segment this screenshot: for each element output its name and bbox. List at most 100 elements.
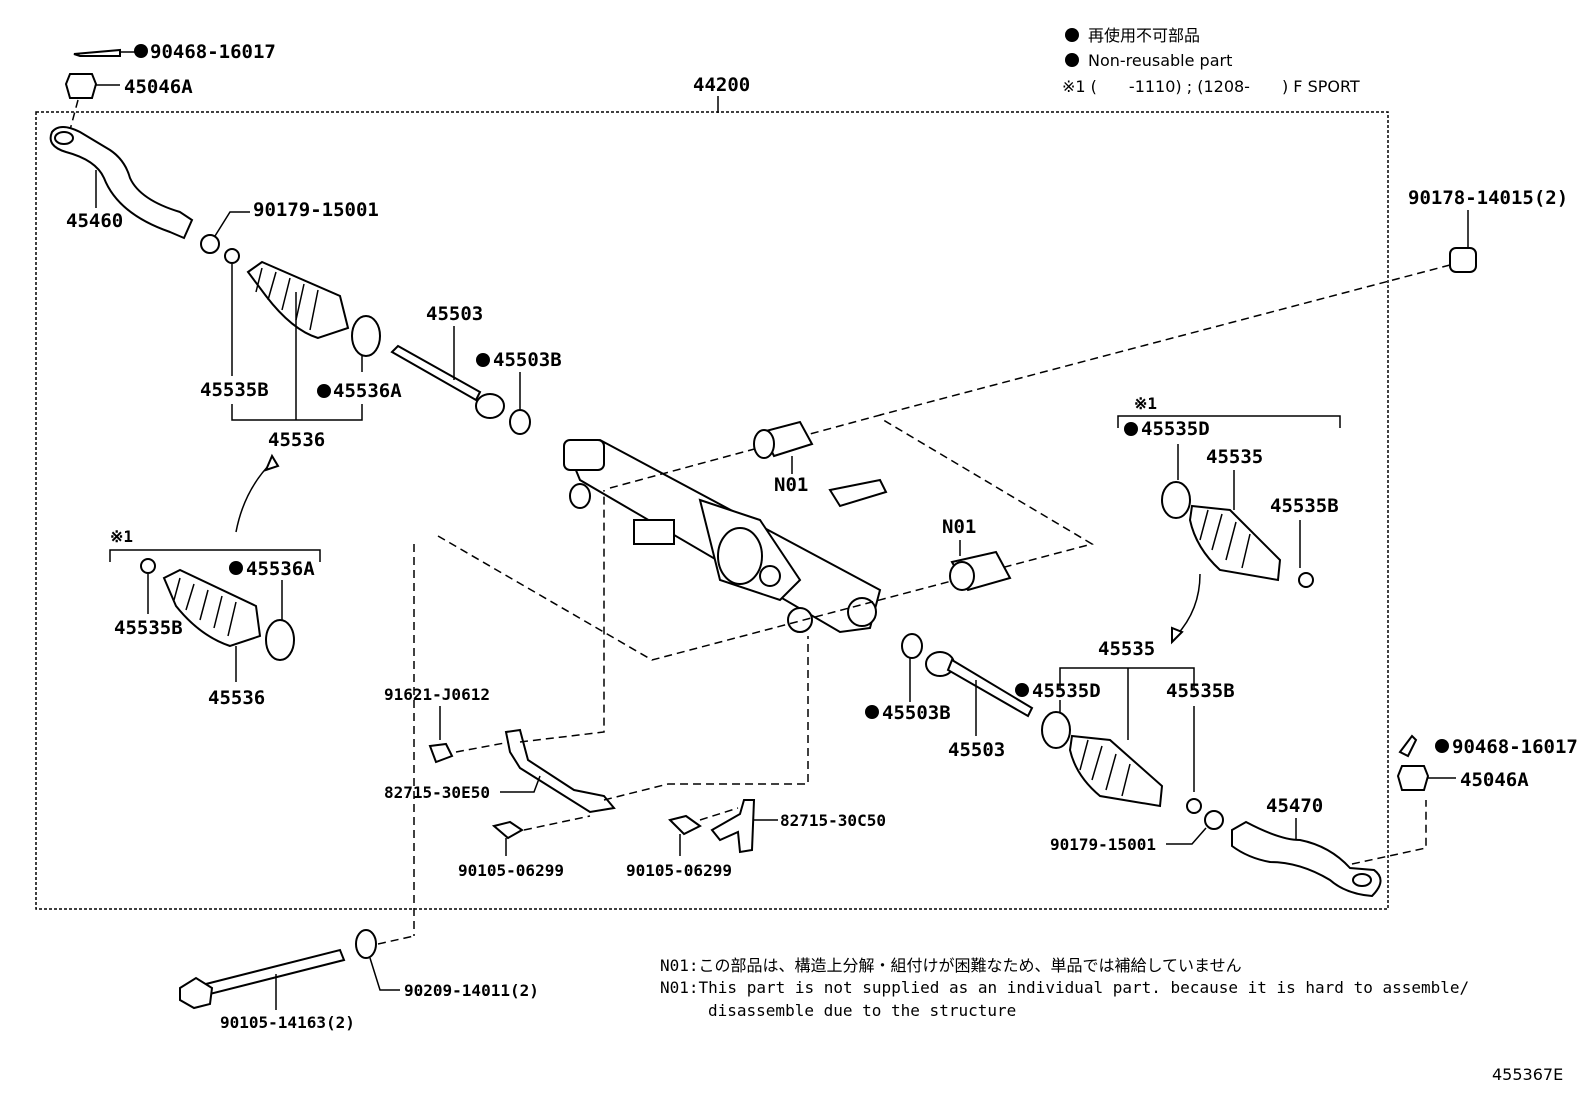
bracket-line [1117,415,1341,428]
label-alt-boot-r: 45535 [1206,446,1263,468]
boot-right-icon [1068,734,1164,808]
label-bolt-bracket: 90105-06299 [626,861,732,880]
motor-icon [717,527,763,585]
boot-left-icon [246,260,350,340]
inner-rod-left-group: 45503 45503B [390,303,562,435]
hole-plug-group: 90178-14015(2) [879,187,1568,416]
label-alt-mark-l: ※1 [110,527,133,546]
non-reusable-dot-icon [1124,422,1138,436]
ball-joint-icon [54,131,74,145]
cotter-pin-icon [1398,734,1418,758]
label-boot-kit-l: 45536 [268,429,325,451]
tie-rod-end-left-icon [49,126,194,240]
assembly-frame [35,111,1389,910]
label-bushing-l: N01 [942,516,976,538]
leader-line [699,807,739,821]
boot-clip-icon [1161,481,1191,519]
bushing-face-icon [949,561,975,591]
boot-ribs [1199,509,1251,569]
bolt-icon [668,814,702,836]
ball-joint-icon [1352,873,1372,887]
label-clamp-l: 45535B [200,379,269,401]
label-lock-washer-l: 45503B [493,349,562,371]
clamp-icon [1298,572,1314,588]
inner-rod-right-group: 45503B 45503 [865,633,1034,761]
label-alt-clamp-r: 45535B [1270,495,1339,517]
boot-clip-icon [265,619,295,661]
bolt-head-icon [179,976,214,1010]
leader-line [1351,800,1427,865]
bushings-group: N01 N01 [753,420,1012,592]
figure-id: 455367E [1492,1065,1563,1084]
alt-boot-left-group: ※1 45536A 45535B 45536 [109,527,321,709]
label-hole-plug: 90178-14015(2) [1408,187,1568,209]
boot-clip-icon [1041,711,1071,749]
label-tie-rod-end-r: 45470 [1266,795,1323,817]
leader-line [603,636,809,801]
leader-line [500,775,541,793]
sensor-bracket-group: 91621-J0612 82715-30E50 90105-06299 9010… [384,490,886,936]
rack-mount-icon [569,483,591,509]
notes: N01:この部品は、構造上分解・組付けが困難なため、単品では補給していません N… [660,956,1469,1020]
lock-washer-icon [509,409,531,435]
leader-line [455,741,511,753]
label-bolt-sensor: 90105-06299 [458,861,564,880]
non-reusable-dot-icon [1015,683,1029,697]
label-clamp-r: 45535B [1166,680,1235,702]
label-clip-r: 90179-15001 [1050,835,1156,854]
label-alt-clip-a-l: 45536A [246,558,315,580]
screw-icon [428,742,454,764]
non-reusable-dot-icon [476,353,490,367]
bolt-icon [491,820,524,840]
pinion-icon [759,565,781,587]
arrow-head-icon [1171,626,1184,645]
leader-line [519,490,605,743]
label-mount-washer: 90209-14011(2) [404,981,539,1000]
boot-clip-icon [351,315,381,357]
legend-jp: 再使用不可部品 [1088,26,1200,45]
alt-boot-right-group: ※1 45535D 45535 45535B [1117,394,1341,645]
arrow-line [1175,573,1201,637]
washer-icon [355,929,377,959]
rack-housing-group [437,413,1094,661]
legend: 再使用不可部品 Non-reusable part ※1 ( -1110) ; … [1062,26,1360,96]
tie-rod-end-left-group: 90468-16017 45046A 45460 [49,41,276,240]
bracket-line [1059,667,1195,688]
clip-icon [1204,810,1224,830]
connector-icon [633,519,675,545]
leader-line [523,815,591,831]
clamp-icon [224,248,240,264]
note-jp: N01:この部品は、構造上分解・組付けが困難なため、単品では補給していません [660,956,1242,975]
leader-line [609,413,885,489]
cotter-pin-icon [73,48,121,57]
legend-en: Non-reusable part [1088,51,1232,70]
non-reusable-dot-icon [317,384,331,398]
rack-end-icon [847,597,877,627]
boot-ribs [255,267,319,331]
label-alt-mark-r: ※1 [1134,394,1157,413]
non-reusable-dot-icon [229,561,243,575]
label-inner-rod-r: 45503 [948,739,1005,761]
rack-end-icon [563,439,605,471]
note-en-1: N01:This part is not supplied as an indi… [660,978,1469,997]
boot-kit-right-group: 45535 45535D 45535B [1015,638,1235,814]
label-alt-clip-d-r: 45535D [1141,418,1210,440]
label-nut-r: 45046A [1460,769,1529,791]
assembly-plane [437,417,1094,661]
label-tie-rod-end-l: 45460 [66,210,123,232]
assembly-label: 44200 [693,74,750,96]
legend-dot-icon [1065,53,1079,67]
inner-rod-left-icon [390,344,482,402]
non-reusable-dot-icon [865,705,879,719]
label-clip-a-l: 45536A [333,380,402,402]
input-shaft-icon [828,478,888,508]
arrow-line [235,461,273,533]
legend-variant: ※1 ( -1110) ; (1208- ) F SPORT [1062,77,1360,96]
leader-line [377,935,415,945]
boot-ribs [1079,739,1131,797]
label-clip-d-r: 45535D [1032,680,1101,702]
label-mount-bolt: 90105-14163(2) [220,1013,355,1032]
label-inner-rod-l: 45503 [426,303,483,325]
bracket-line [109,549,321,562]
